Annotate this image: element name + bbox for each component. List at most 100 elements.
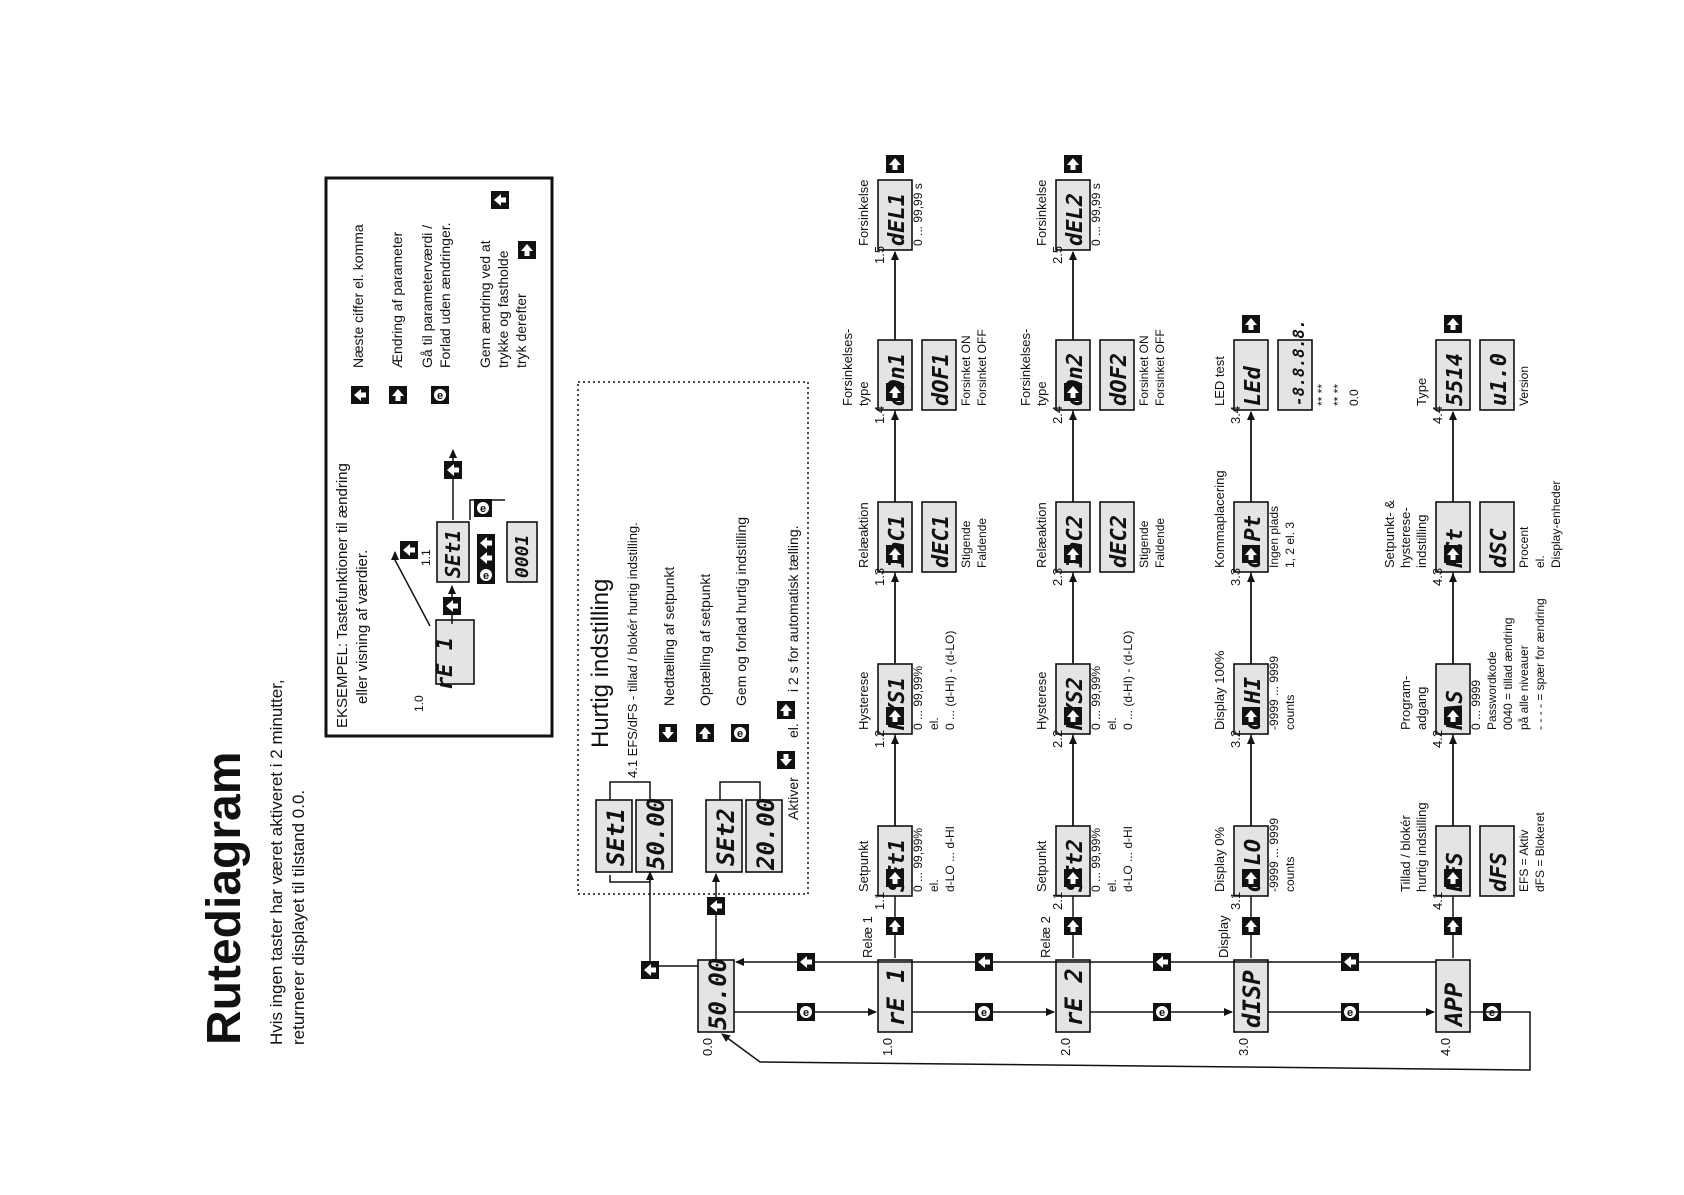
row3-step-up-icon-2	[1242, 869, 1260, 887]
row4-param-alt-disp-3: dSC	[1487, 528, 1512, 568]
row1-param-note-4-1: Forsinket ON	[959, 335, 973, 406]
row1-param-alt-box-3	[921, 501, 957, 573]
row4-param-num-2: 4.2	[1430, 730, 1445, 748]
example-up-key-icon	[443, 597, 461, 615]
row2-param-alt-disp-4: dOF2	[1107, 353, 1132, 406]
row3-param-note-4-3: 0.0	[1347, 389, 1361, 406]
row3-param-label-2-1: Display 100%	[1212, 650, 1227, 730]
main-chain: 50.00 0.0 rE 1 rE 2 dISP APP 1.0 2.0 3.0…	[641, 871, 1531, 1071]
level-disp-1: rE 1	[882, 968, 910, 1026]
row4-param-note-2-1: 0 ... 9999	[1469, 680, 1483, 730]
row1-end-up-icon	[886, 155, 904, 173]
row2-param-note-1-2: el.	[1105, 879, 1119, 892]
row1-param-note-3-1: Stigende	[959, 520, 973, 568]
row1-param-note-3-2: Faldende	[975, 518, 989, 568]
row1-param-note-2-1: 0 ... 99,99%	[911, 666, 925, 730]
row2-param-note-3-1: Stigende	[1137, 520, 1151, 568]
row1-param-num-5: 1.5	[872, 246, 887, 264]
row3-param-note-3-1: Ingen plads	[1267, 506, 1281, 568]
quick-legend-up: Optælling af setpunkt	[697, 574, 713, 706]
row4-param-label-3-2: hysterese-	[1398, 507, 1413, 568]
row4-param-label-1-2: hurtig indstilling	[1414, 802, 1429, 892]
row1-step-up-icon-3	[886, 707, 904, 725]
row4-param-note-3-2: el.	[1533, 555, 1547, 568]
row4-step-up-icon-3	[1444, 707, 1462, 725]
row2-param-num-4: 2.4	[1050, 406, 1065, 424]
quick-auto-mid: el.	[785, 723, 801, 738]
quick-e-key-icon	[731, 724, 749, 742]
row4-param-note-3-1: Procent	[1517, 526, 1531, 568]
row4-end-up-icon	[1444, 315, 1462, 333]
row4-param-box-4	[1435, 339, 1471, 411]
row4-param-note-1-1: EFS = Aktiv	[1517, 830, 1531, 892]
row3-param-alt-disp-4: -8.8.8.8.	[1289, 319, 1308, 406]
row2-step-up-icon-5	[1064, 383, 1082, 401]
row2-param-note-4-1: Forsinket ON	[1137, 335, 1151, 406]
row3-step-up-icon-3	[1242, 707, 1260, 725]
level-disp-4: APP	[1440, 982, 1468, 1028]
row3-step-up-icon-4	[1242, 545, 1260, 563]
row4-step-up-icon-4	[1444, 545, 1462, 563]
row1-step-up-icon-2	[886, 869, 904, 887]
legend-goto-1: Gå til parameterværdi /	[419, 225, 435, 368]
row4-param-note-2-4: på alle niveauer	[1517, 645, 1531, 730]
example-title-1: EKSEMPEL: Tastefunktioner til ændring	[334, 463, 351, 728]
legend-next-digit-icon	[351, 386, 369, 404]
legend-save-up-icon	[491, 191, 509, 209]
row2-param-box-5	[1055, 179, 1091, 251]
row2-param-note-1-1: 0 ... 99,99%	[1089, 828, 1103, 892]
row4-param-alt-box-3	[1479, 501, 1515, 573]
example-title-2: eller visning af værdier.	[354, 550, 371, 704]
row2-param-label-4-1: Forsinkelses-	[1018, 329, 1033, 406]
row4-param-num-4: 4.4	[1430, 406, 1445, 424]
row2-step-up-icon-4	[1064, 545, 1082, 563]
row1-param-box-4	[877, 339, 913, 411]
example-num-10: 1.0	[412, 695, 426, 712]
example-disp-re1: rE 1	[433, 637, 458, 690]
row4-param-alt-disp-1: dFS	[1487, 852, 1512, 892]
legend-save-1: Gem ændring ved at	[477, 240, 493, 368]
row1-param-num-3: 1.3	[872, 568, 887, 586]
row4-param-label-3-1: Setpunkt- &	[1382, 500, 1397, 568]
row3-param-note-4-1: ** **	[1315, 384, 1329, 406]
row2-param-note-1-3: d-LO ... d-HI	[1121, 826, 1135, 892]
row1-param-note-1-2: el.	[927, 879, 941, 892]
row2-param-num-1: 2.1	[1050, 892, 1065, 910]
example-e-key-icon	[474, 499, 492, 517]
row1-param-num-2: 1.2	[872, 730, 887, 748]
level-disp-2: rE 2	[1060, 968, 1088, 1026]
example-disp-0001: 0001	[512, 535, 533, 578]
quick-disp-5000: 50.00	[642, 798, 670, 870]
row4-param-label-3-3: indstilling	[1414, 515, 1429, 568]
row1-param-disp-5: dEL1	[885, 193, 910, 246]
quick-setup-box: Hurtig indstilling 4.1 EFS/dFS - tillad …	[577, 381, 809, 895]
row2-param-note-2-2: el.	[1105, 717, 1119, 730]
row2-param-note-2-1: 0 ... 99,99%	[1089, 666, 1103, 730]
legend-save-3: tryk derefter	[513, 293, 529, 368]
row3-param-label-3-1: Kommaplacering	[1212, 470, 1227, 568]
row2-param-num-5: 2.5	[1050, 246, 1065, 264]
example-box: EKSEMPEL: Tastefunktioner til ændring el…	[324, 176, 554, 738]
legend-goto-2: Forlad uden ændringer.	[437, 222, 453, 368]
quick-auto-suffix: i 2 s for automatisk tælling.	[785, 525, 801, 692]
row3-param-num-1: 3.1	[1228, 892, 1243, 910]
row4-param-alt-disp-4: u1.0	[1487, 353, 1512, 406]
intro-line-1: Hvis ingen taster har været aktiveret i …	[267, 679, 286, 1045]
row2-param-label-4-2: type	[1034, 381, 1049, 406]
legend-save-2: trykke og fastholde	[495, 250, 511, 368]
row3-param-label-4-1: LED test	[1212, 356, 1227, 406]
main-num-00: 0.0	[700, 1038, 715, 1056]
row2-step-up-icon-1	[1064, 917, 1082, 935]
row4-param-note-2-3: 0040 = tillad ændring	[1501, 618, 1515, 730]
row3-param-disp-4: LEd	[1241, 366, 1266, 406]
row1-param-label-2-1: Hysterese	[856, 671, 871, 730]
row1-param-note-2-3: 0 ... (d-HI) - (d-LO)	[943, 631, 957, 730]
row2-step-up-icon-3	[1064, 707, 1082, 725]
row4-param-note-2-2: Passwordkode	[1485, 651, 1499, 730]
quick-disp-set2: SEt2	[712, 808, 740, 866]
row1-step-up-icon-1	[886, 917, 904, 935]
row1-step-up-icon-5	[886, 383, 904, 401]
page-title: Rutediagram	[198, 752, 251, 1045]
row3-param-label-1-1: Display 0%	[1212, 827, 1227, 892]
